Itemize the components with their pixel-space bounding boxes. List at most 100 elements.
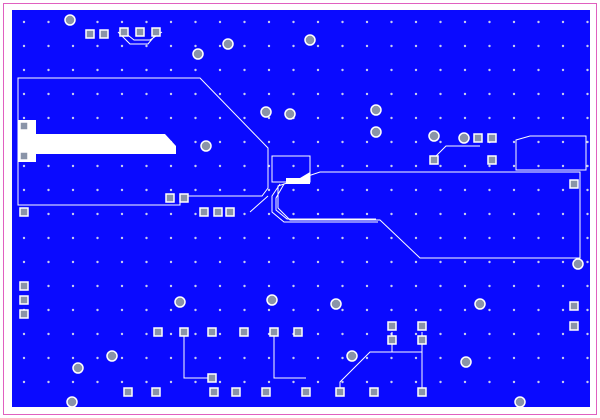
round-pad [72,362,84,374]
via [96,332,99,336]
via [561,356,565,360]
via [169,236,173,240]
square-pad [387,321,397,331]
via [512,44,516,48]
square-pad [569,179,579,189]
square-pad [225,207,235,217]
via [145,236,148,240]
via [169,68,173,72]
via [537,20,540,24]
via [341,308,344,312]
via [71,116,75,120]
square-pad [473,133,483,143]
square-pad [119,27,129,37]
via [169,164,173,168]
via [71,308,75,312]
via [341,68,344,72]
via [365,260,369,264]
via [537,92,540,96]
via [292,140,295,144]
via [96,20,99,24]
via [267,212,271,216]
via [512,188,516,192]
via [194,164,197,168]
via [512,20,516,24]
square-pad [487,133,497,143]
via [218,236,222,240]
via [145,380,148,384]
round-pad [428,130,440,142]
square-pad [569,321,579,331]
via [586,140,589,144]
round-pad [260,106,272,118]
round-pad [460,356,472,368]
via [414,68,418,72]
via [22,68,26,72]
via [537,284,540,288]
via [96,356,99,360]
via [267,140,271,144]
via [390,20,393,24]
via [463,308,467,312]
via [71,92,75,96]
via [316,164,320,168]
via [586,380,589,384]
via [316,356,320,360]
via [218,92,222,96]
via [365,140,369,144]
via [512,164,516,168]
via [463,68,467,72]
via [365,68,369,72]
via [341,284,344,288]
via [169,308,173,312]
via [390,140,393,144]
via [292,284,295,288]
square-pad [85,29,95,39]
via [292,44,295,48]
via [169,20,173,24]
via [365,284,369,288]
via [267,92,271,96]
via [96,44,99,48]
via [586,284,589,288]
via [316,380,320,384]
via [194,44,197,48]
via [47,92,50,96]
via [145,356,148,360]
via [243,380,246,384]
round-pad [304,34,316,46]
via [537,356,540,360]
via [586,20,589,24]
via [414,92,418,96]
via [586,236,589,240]
via [169,212,173,216]
via [169,188,173,192]
round-pad [174,296,186,308]
via [439,236,442,240]
via [537,44,540,48]
via [439,380,442,384]
via [512,356,516,360]
via [414,332,418,336]
via [586,188,589,192]
via [218,356,222,360]
via [292,380,295,384]
via [365,332,369,336]
via [292,20,295,24]
via [96,116,99,120]
via [194,308,197,312]
via [71,332,75,336]
via [267,116,271,120]
via [414,212,418,216]
via [586,260,589,264]
via [316,44,320,48]
via [22,116,26,120]
trace-outlines [17,31,587,392]
via [439,140,442,144]
via [169,284,173,288]
via [120,284,124,288]
via [439,188,442,192]
square-pad [261,387,271,397]
via [463,92,467,96]
via [316,92,320,96]
